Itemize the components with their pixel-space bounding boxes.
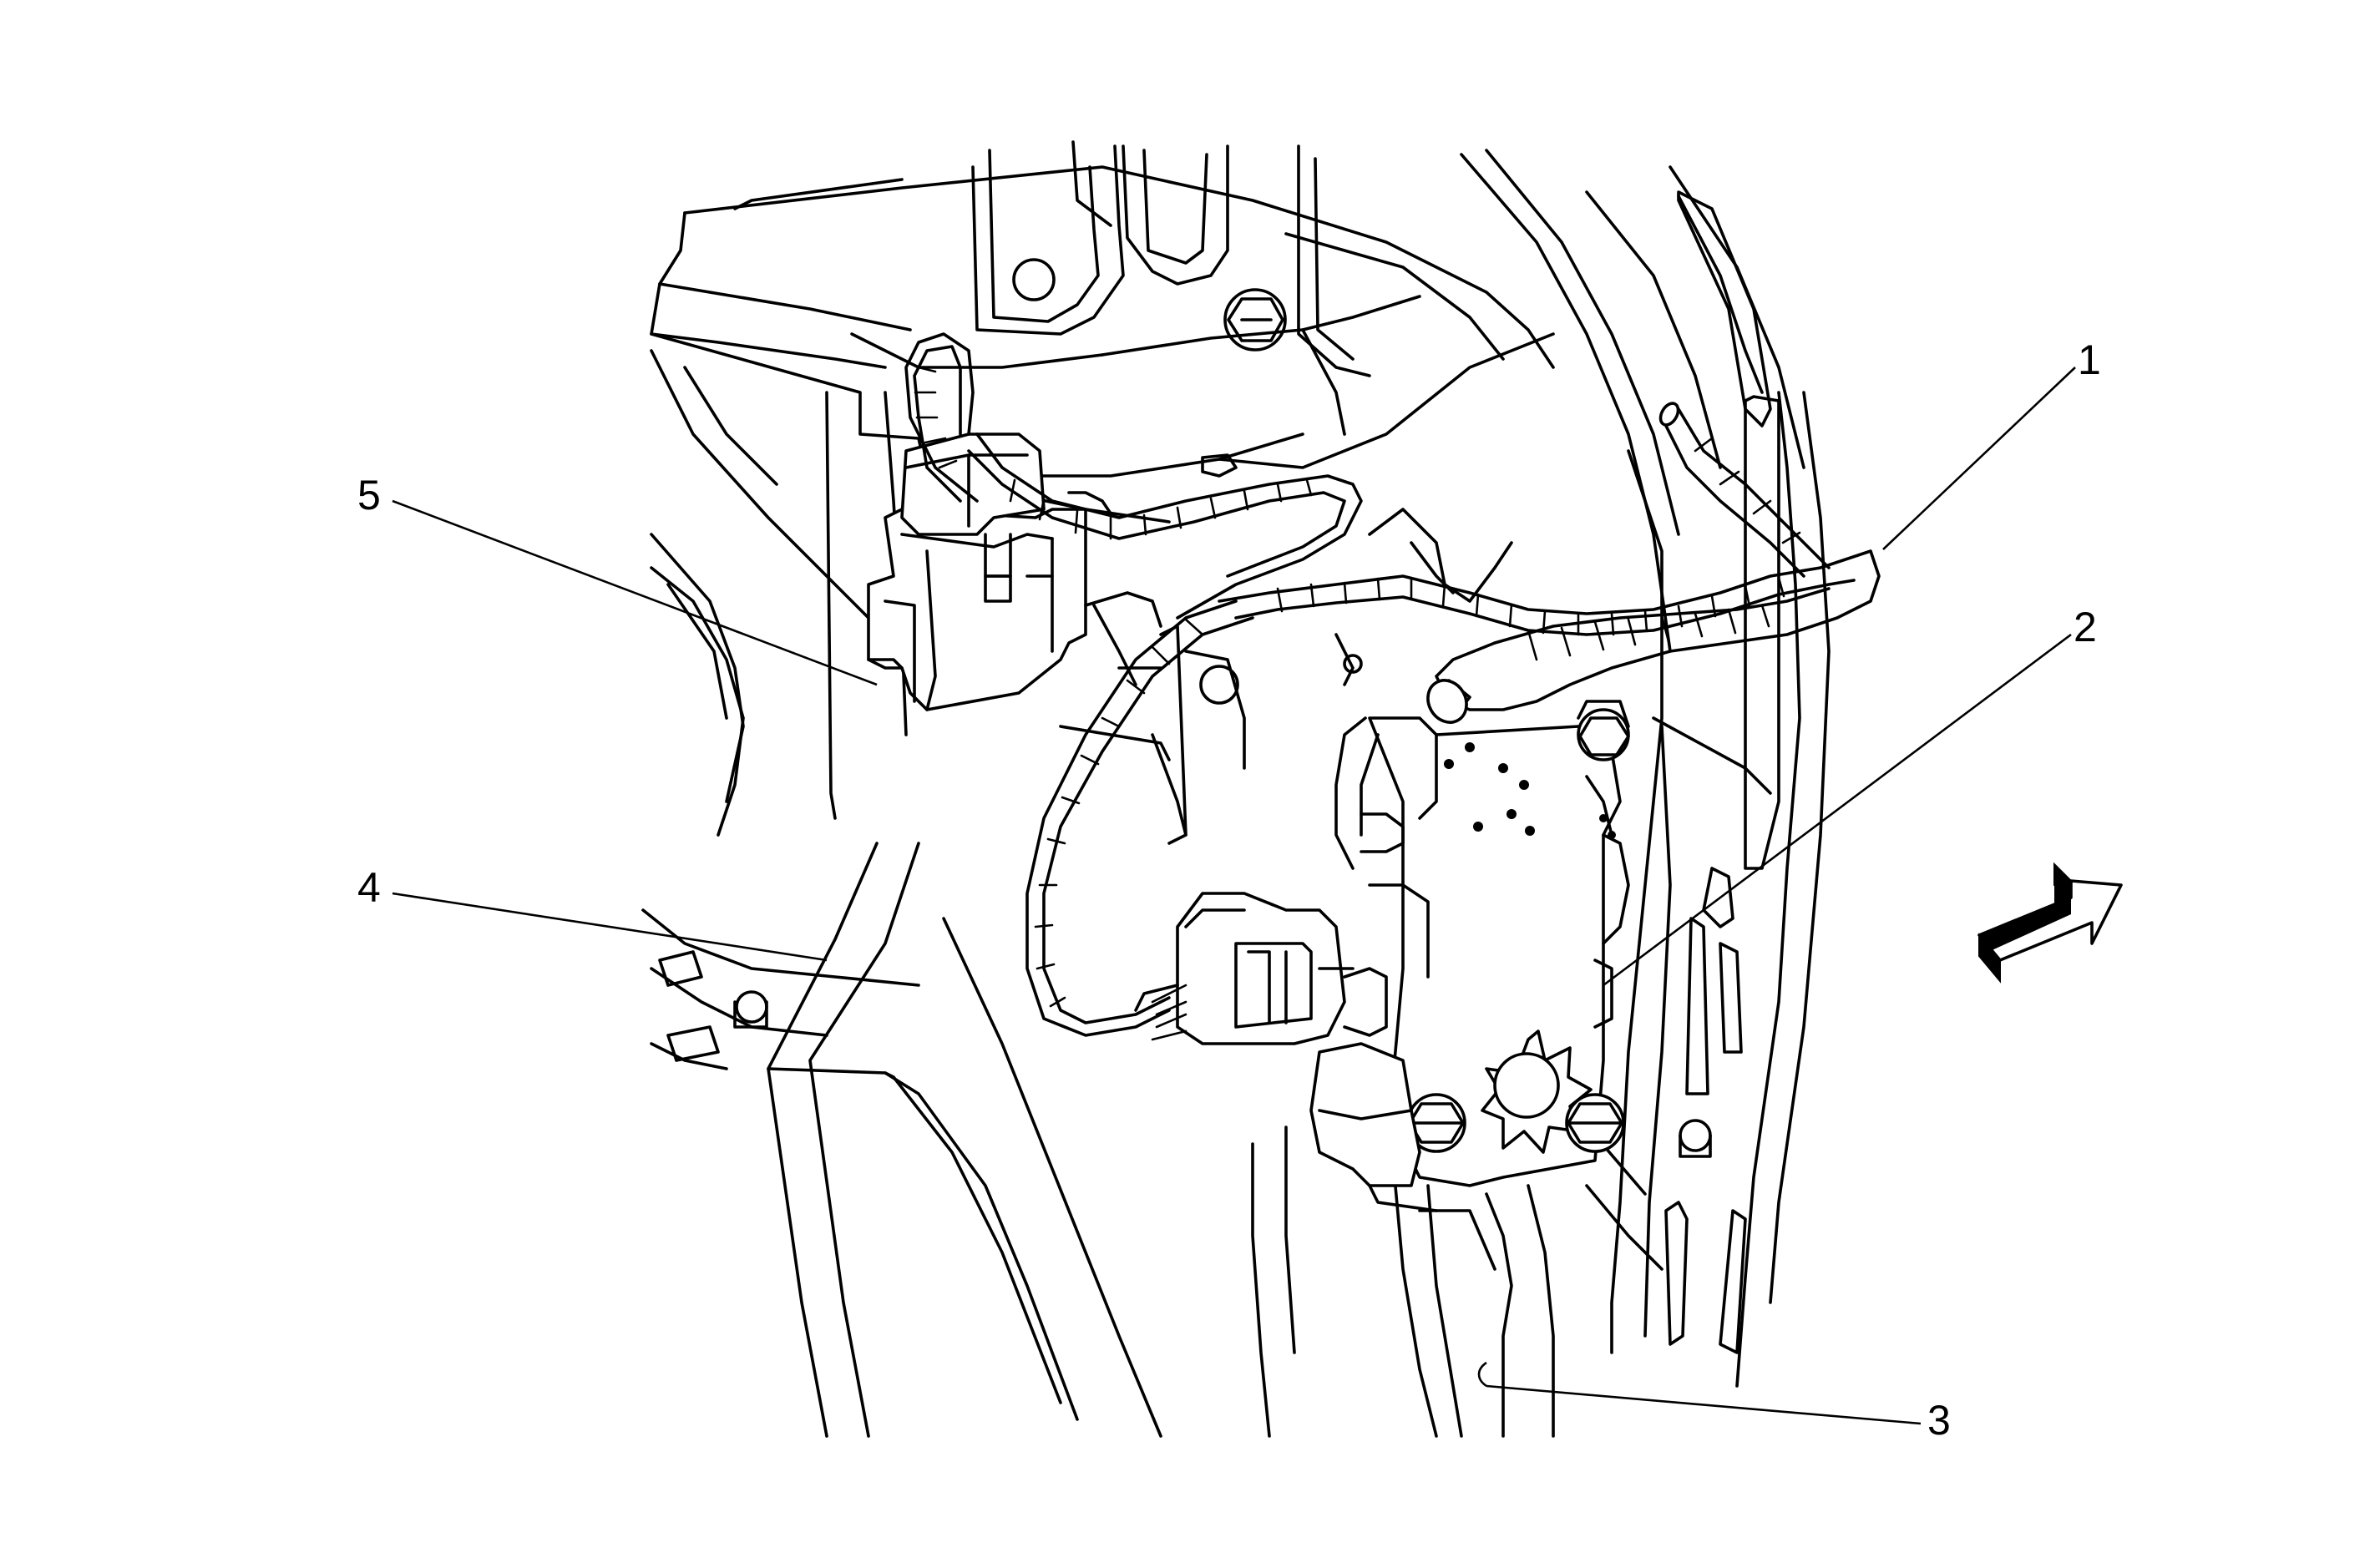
callout-2: 2 xyxy=(2074,604,2097,650)
callout-leaders xyxy=(392,367,2076,1425)
leader-5 xyxy=(392,499,878,686)
leader-3-hook xyxy=(1477,1361,1487,1388)
leader-3 xyxy=(1486,1384,1922,1425)
leader-1 xyxy=(1882,367,2076,550)
electronic-module xyxy=(867,432,1162,711)
leader-4 xyxy=(392,892,828,962)
sensor-module xyxy=(1309,700,1630,1212)
leader-2 xyxy=(1603,633,2072,987)
wiring-connector xyxy=(1134,883,1430,1045)
callout-1: 1 xyxy=(2078,336,2101,383)
callout-4: 4 xyxy=(357,864,381,911)
callout-5: 5 xyxy=(357,472,381,518)
view-direction-arrow-icon xyxy=(1977,862,2123,984)
body-structure xyxy=(641,140,1831,1438)
callout-labels: 1 2 3 4 5 xyxy=(357,336,2101,1444)
wire-harness xyxy=(904,332,1881,1041)
callout-3: 3 xyxy=(1927,1397,1951,1444)
